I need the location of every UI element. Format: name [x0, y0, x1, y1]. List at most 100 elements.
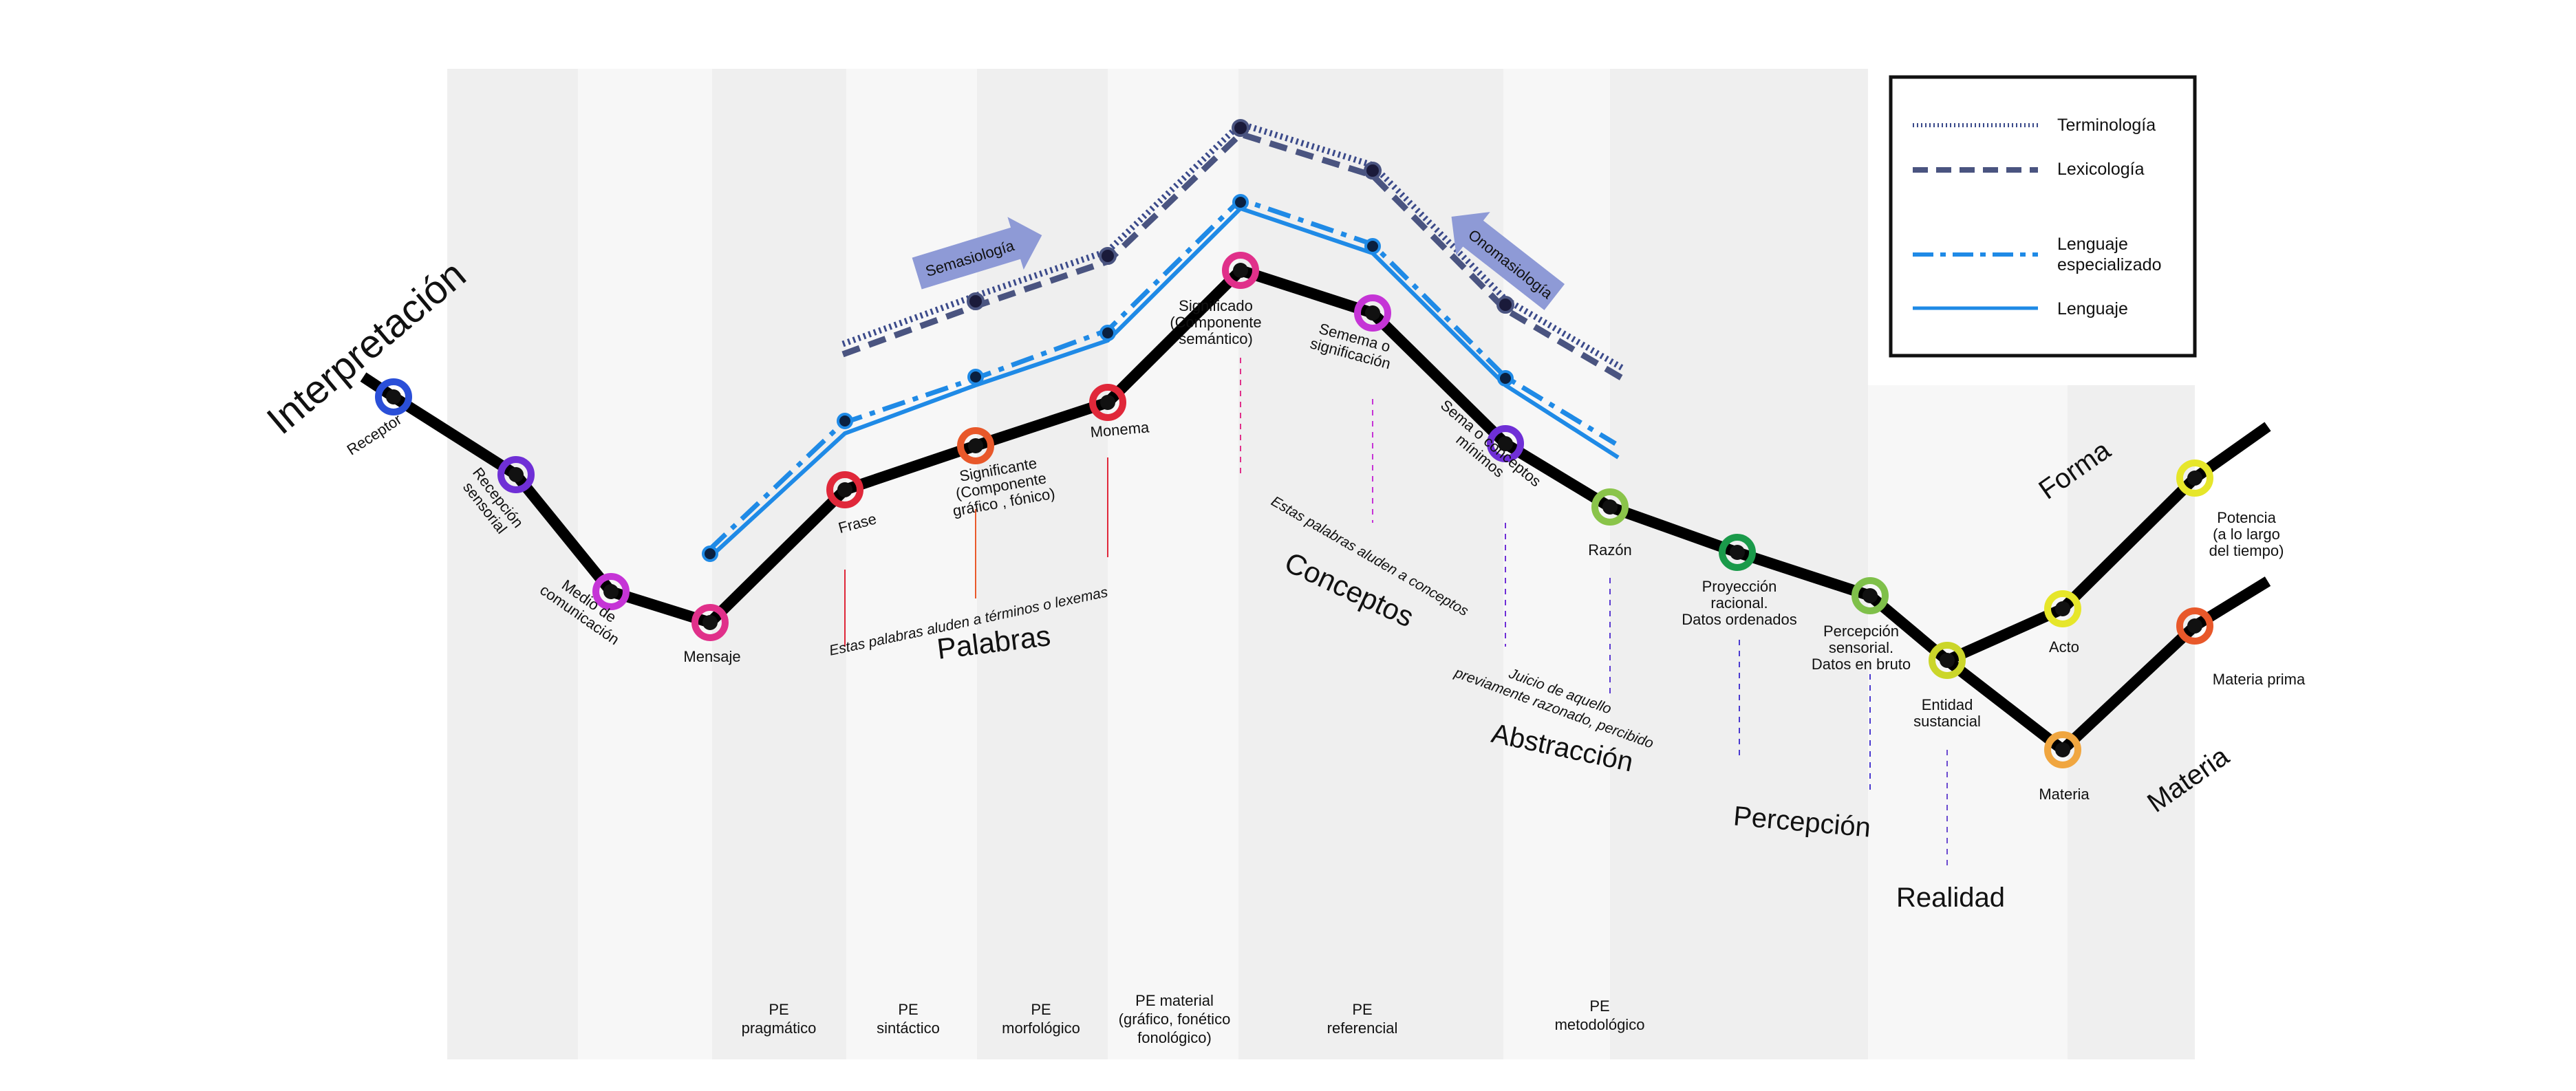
node-ring-semema	[1354, 294, 1391, 332]
node-entidad	[1929, 642, 1966, 679]
lexicologia-point	[1099, 247, 1117, 265]
node-label-line: Materia	[2039, 786, 2090, 803]
node-proyeccion	[1719, 534, 1756, 571]
node-label-line: Percepción	[1823, 623, 1899, 640]
node-materia	[2044, 731, 2081, 768]
column-label-line: sintáctico	[877, 1019, 940, 1037]
lenguaje-point	[837, 413, 853, 429]
node-label-line: Significado	[1179, 297, 1253, 314]
node-ring-percepcion	[1852, 577, 1889, 614]
node-sema	[1487, 425, 1524, 462]
legend-lenguaje-label: Lenguaje	[2057, 299, 2128, 318]
node-core-significante	[968, 438, 983, 453]
node-razon	[1591, 488, 1629, 526]
legend: Terminología Lexicología Lenguaje especi…	[1889, 75, 2197, 358]
band-1	[447, 69, 578, 1059]
section-realidad: Realidad	[1896, 883, 2005, 913]
node-core-materia_prima	[2187, 618, 2202, 634]
node-label-line: Proyección	[1702, 578, 1777, 595]
node-core-percepcion	[1863, 588, 1878, 603]
column-label-line: (gráfico, fonético	[1119, 1011, 1231, 1028]
column-label-line: referencial	[1327, 1019, 1398, 1037]
column-labels: PEpragmáticoPEsintácticoPEmorfológicoPE …	[742, 992, 1645, 1046]
node-significado	[1222, 252, 1259, 289]
node-ring-medio	[592, 573, 630, 610]
legend-lexicologia-label: Lexicología	[2057, 160, 2145, 179]
node-label-line: del tiempo)	[2209, 542, 2284, 559]
column-bands	[447, 69, 2195, 1059]
node-label-mensaje: Mensaje	[683, 648, 740, 665]
node-core-acto	[2055, 601, 2070, 616]
node-ring-sema	[1487, 425, 1524, 462]
series-lines	[702, 119, 1624, 562]
node-core-medio	[603, 584, 619, 599]
lenguaje-point	[1497, 370, 1514, 387]
node-label-materia_prima: Materia prima	[2213, 671, 2306, 688]
column-label-line: PE	[1589, 997, 1609, 1015]
node-core-potencia	[2187, 471, 2202, 486]
node-label-line: Potencia	[2217, 509, 2276, 526]
main-path	[360, 263, 2271, 757]
node-mensaje	[691, 604, 729, 641]
lexicologia-point	[1364, 162, 1382, 180]
node-label-line: Entidad	[1922, 696, 1973, 713]
node-ring-monema	[1089, 384, 1126, 421]
node-core-semema	[1365, 305, 1380, 321]
nodes	[375, 252, 2213, 768]
legend-terminologia-label: Terminología	[2057, 116, 2156, 135]
node-core-recepcion	[508, 467, 524, 482]
node-label-line: (Componente	[1170, 314, 1261, 331]
column-label-line: PE	[769, 1001, 788, 1018]
node-ring-significado	[1222, 252, 1259, 289]
band-5	[977, 69, 1108, 1059]
node-label-line: sensorial.	[1829, 639, 1893, 656]
node-receptor	[375, 378, 412, 415]
node-label-razon: Razón	[1588, 541, 1632, 559]
band-4	[846, 69, 977, 1059]
node-percepcion	[1852, 577, 1889, 614]
band-2	[578, 69, 712, 1059]
node-core-mensaje	[702, 615, 718, 630]
node-core-razon	[1602, 499, 1618, 515]
lexicologia-point	[1496, 296, 1514, 314]
vertical-guides	[844, 358, 1948, 867]
column-label-line: metodológico	[1555, 1016, 1645, 1033]
node-label-line: Receptor	[344, 411, 405, 459]
column-label-line: PE material	[1135, 992, 1214, 1009]
band-3	[712, 69, 846, 1059]
node-label-line: (a lo largo	[2213, 526, 2280, 543]
node-ring-proyeccion	[1719, 534, 1756, 571]
node-core-frase	[837, 482, 852, 497]
node-recepcion	[497, 456, 535, 493]
forma-path-line	[1944, 422, 2271, 666]
column-label-line: PE	[1352, 1001, 1372, 1018]
node-frase	[826, 471, 863, 508]
node-ring-entidad	[1929, 642, 1966, 679]
legend-lenguaje-especializado-label-2: especializado	[2057, 255, 2162, 274]
node-monema	[1089, 384, 1126, 421]
node-ring-recepcion	[497, 456, 535, 493]
diagram-title: Interpretación	[259, 252, 474, 443]
node-materia_prima	[2176, 607, 2213, 645]
node-potencia	[2176, 460, 2213, 497]
column-label-line: PE	[898, 1001, 918, 1018]
lenguaje-point	[967, 369, 984, 385]
node-ring-acto	[2044, 590, 2081, 627]
node-ring-razon	[1591, 488, 1629, 526]
node-label-receptor: Receptor	[344, 411, 405, 459]
node-ring-materia	[2044, 731, 2081, 768]
node-significante	[957, 427, 994, 464]
column-label-line: PE	[1031, 1001, 1051, 1018]
terminologia-point	[1232, 119, 1249, 137]
node-ring-frase	[826, 471, 863, 508]
node-label-line: Datos en bruto	[1812, 656, 1911, 673]
node-core-proyeccion	[1730, 545, 1745, 560]
